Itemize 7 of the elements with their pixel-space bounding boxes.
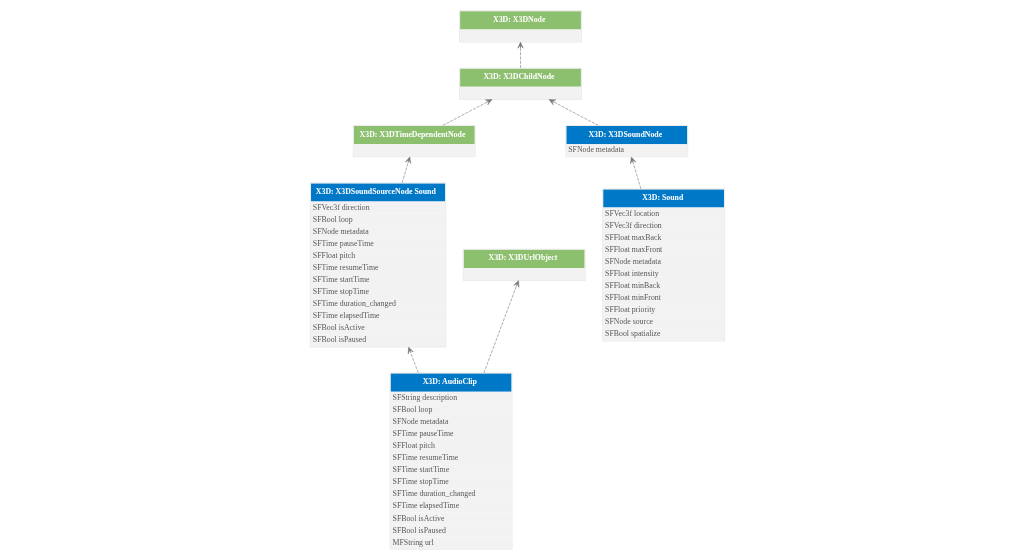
arrow	[407, 346, 418, 373]
arrow	[442, 99, 492, 126]
arrow	[629, 156, 641, 190]
arrow	[483, 280, 519, 373]
arrow	[517, 41, 524, 69]
arrow	[548, 99, 598, 126]
arrow	[401, 156, 411, 183]
